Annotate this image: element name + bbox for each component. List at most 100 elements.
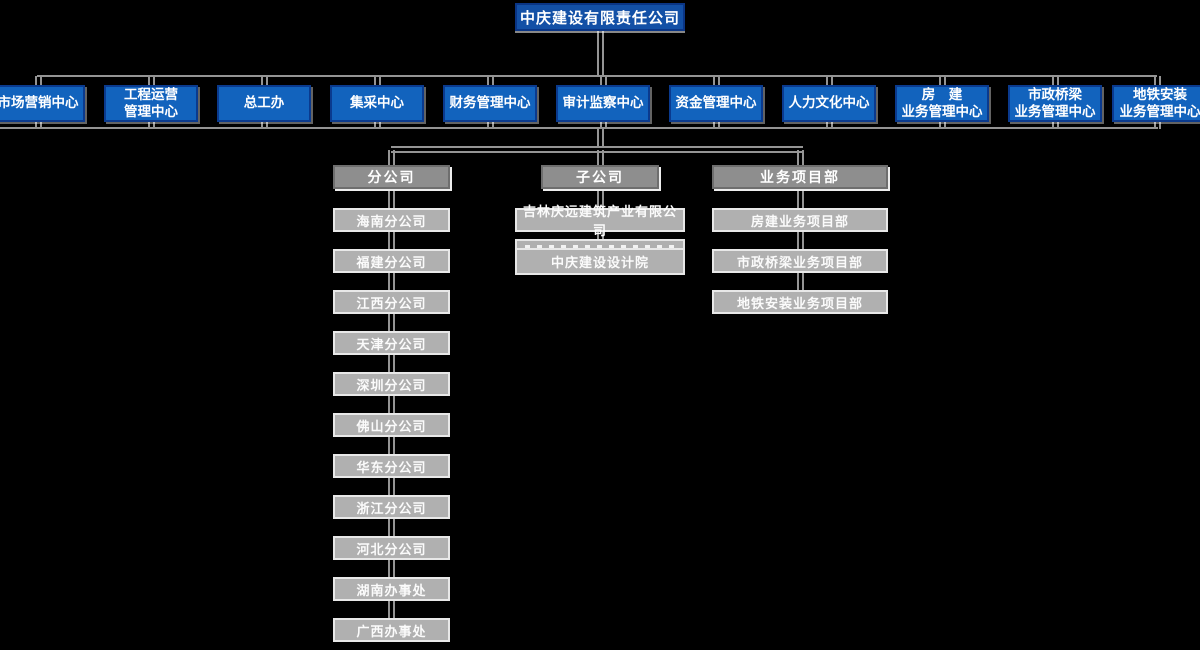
unit-label: 福建分公司 (356, 254, 427, 270)
group-header-label: 子公司 (576, 169, 624, 185)
connector-line (388, 189, 395, 209)
department-label: 审计监察中心 (562, 95, 644, 111)
unit-label: 地铁安装业务项目部 (736, 295, 863, 311)
org-node-department[interactable]: 工程运营 管理中心 (104, 85, 198, 122)
connector-line (374, 76, 381, 86)
org-node-department[interactable]: 房 建 业务管理中心 (895, 85, 989, 122)
unit-label: 佛山分公司 (356, 418, 427, 434)
org-node-department[interactable]: 人力文化中心 (782, 85, 876, 122)
org-node-group-header[interactable]: 分公司 (333, 165, 450, 189)
connector-line (391, 146, 803, 153)
unit-label: 广西办事处 (356, 623, 427, 639)
connector-line (388, 601, 395, 619)
org-node-unit[interactable]: 市政桥梁业务项目部 (712, 249, 888, 273)
unit-label: 湖南办事处 (356, 582, 427, 598)
unit-label: 房建业务项目部 (750, 213, 849, 229)
department-label: 资金管理中心 (675, 95, 757, 111)
connector-line (388, 396, 395, 414)
org-node-department[interactable]: 审计监察中心 (556, 85, 650, 122)
org-node-unit[interactable]: 广西办事处 (333, 618, 450, 642)
clipped-text-tops (525, 245, 675, 249)
org-node-department[interactable]: 市政桥梁 业务管理中心 (1008, 85, 1102, 122)
connector-line (600, 76, 607, 86)
org-node-unit[interactable]: 天津分公司 (333, 331, 450, 355)
connector-line (0, 127, 1158, 129)
department-label: 市政桥梁 业务管理中心 (1014, 87, 1096, 119)
org-node-department[interactable]: 集采中心 (330, 85, 424, 122)
connector-line (939, 76, 946, 86)
org-node-partially-hidden (515, 239, 685, 249)
org-node-department[interactable]: 总工办 (217, 85, 311, 122)
connector-line (148, 76, 155, 86)
root-label: 中庆建设有限责任公司 (519, 9, 680, 27)
org-node-unit[interactable]: 湖南办事处 (333, 577, 450, 601)
org-node-root[interactable]: 中庆建设有限责任公司 (515, 3, 685, 31)
connector-line (388, 232, 395, 250)
connector-line (388, 273, 395, 291)
org-node-department[interactable]: 资金管理中心 (669, 85, 763, 122)
department-label: 工程运营 管理中心 (124, 87, 178, 119)
unit-label: 河北分公司 (356, 541, 427, 557)
org-node-unit[interactable]: 中庆建设设计院 (515, 248, 685, 275)
group-header-label: 分公司 (367, 169, 416, 185)
connector-line (1052, 121, 1059, 129)
connector-line (374, 121, 381, 129)
org-node-department[interactable]: 地铁安装 业务管理中心 (1112, 85, 1200, 122)
org-node-department[interactable]: 财务管理中心 (443, 85, 537, 122)
connector-line (597, 150, 604, 166)
connector-line (797, 273, 804, 291)
connector-line (797, 150, 804, 166)
connector-line (597, 128, 604, 148)
unit-label: 市政桥梁业务项目部 (736, 254, 863, 270)
connector-line (597, 31, 604, 76)
connector-line (487, 121, 494, 129)
org-node-unit[interactable]: 吉林庆远建筑产业有限公司 (515, 204, 685, 238)
connector-line (1052, 76, 1059, 86)
connector-line (1154, 76, 1161, 86)
unit-label: 中庆建设设计院 (550, 255, 649, 270)
connector-line (388, 519, 395, 537)
unit-label: 江西分公司 (356, 295, 427, 311)
unit-label: 天津分公司 (356, 336, 427, 352)
connector-line (37, 75, 1157, 77)
org-node-unit[interactable]: 海南分公司 (333, 208, 450, 232)
org-node-unit[interactable]: 房建业务项目部 (712, 208, 888, 232)
org-node-unit[interactable]: 河北分公司 (333, 536, 450, 560)
org-node-unit[interactable]: 佛山分公司 (333, 413, 450, 437)
connector-line (1154, 121, 1161, 129)
connector-line (388, 314, 395, 332)
org-node-unit[interactable]: 地铁安装业务项目部 (712, 290, 888, 314)
department-label: 市场营销中心 (0, 95, 79, 111)
connector-line (388, 437, 395, 455)
org-node-unit[interactable]: 深圳分公司 (333, 372, 450, 396)
unit-label: 深圳分公司 (356, 377, 427, 393)
org-node-group-header[interactable]: 业务项目部 (712, 165, 888, 189)
connector-line (826, 121, 833, 129)
org-node-unit[interactable]: 江西分公司 (333, 290, 450, 314)
org-node-department[interactable]: 市场营销中心 (0, 85, 85, 122)
org-node-unit[interactable]: 华东分公司 (333, 454, 450, 478)
department-label: 地铁安装 业务管理中心 (1119, 87, 1200, 119)
connector-line (600, 121, 607, 129)
org-node-unit[interactable]: 浙江分公司 (333, 495, 450, 519)
connector-line (388, 560, 395, 578)
connector-line (713, 121, 720, 129)
connector-line (388, 355, 395, 373)
unit-label: 华东分公司 (356, 459, 427, 475)
connector-line (713, 76, 720, 86)
connector-line (939, 121, 946, 129)
group-header-label: 业务项目部 (760, 169, 840, 185)
org-node-group-header[interactable]: 子公司 (541, 165, 659, 189)
department-label: 集采中心 (350, 95, 404, 111)
department-label: 人力文化中心 (788, 95, 870, 111)
connector-line (388, 150, 395, 166)
connector-line (597, 189, 604, 209)
department-label: 房 建 业务管理中心 (901, 87, 983, 119)
connector-line (797, 189, 804, 209)
department-label: 总工办 (243, 95, 285, 111)
org-node-unit[interactable]: 福建分公司 (333, 249, 450, 273)
unit-label: 海南分公司 (356, 213, 427, 229)
connector-line (148, 121, 155, 129)
connector-line (35, 76, 42, 86)
